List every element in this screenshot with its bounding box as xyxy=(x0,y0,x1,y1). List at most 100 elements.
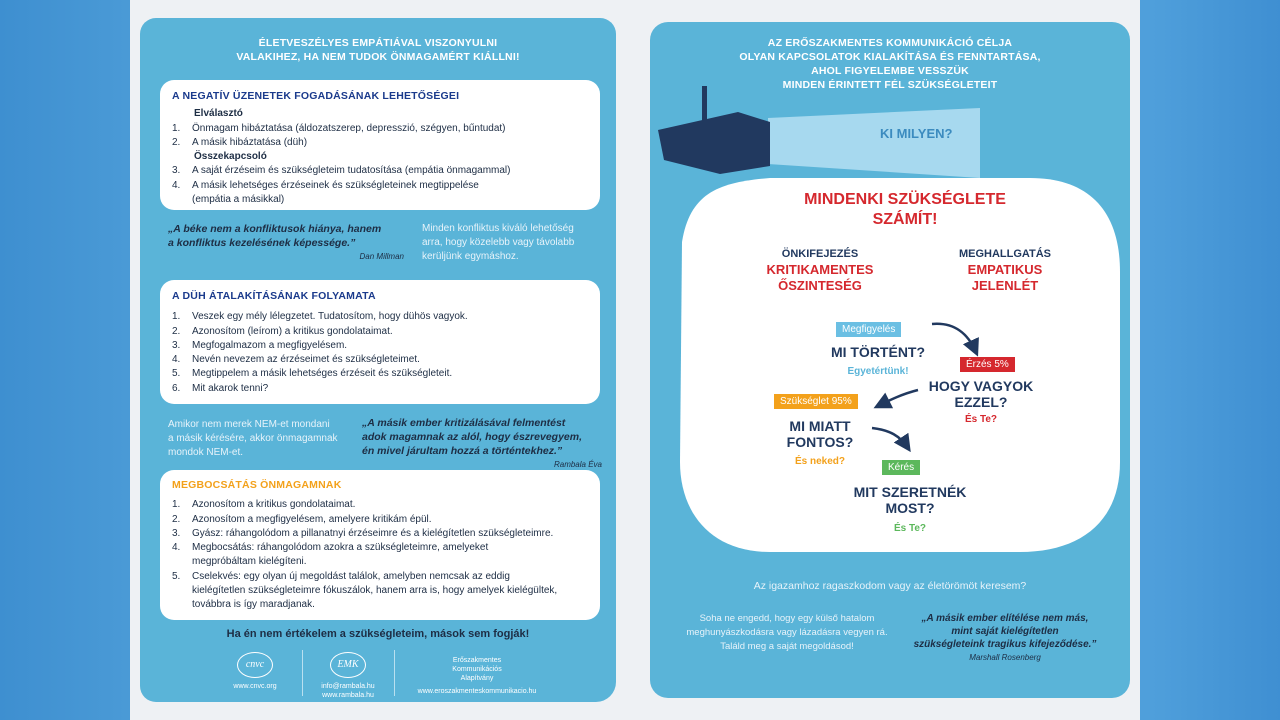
item-text: A saját érzéseim és szükségleteim tudato… xyxy=(192,165,511,177)
item-number xyxy=(172,555,192,569)
left-header-line-1: ÉLETVESZÉLYES EMPÁTIÁVAL VISZONYULNI xyxy=(258,37,498,49)
item-text: A másik hibáztatása (düh) xyxy=(192,136,308,148)
item-number: 2. xyxy=(172,325,181,337)
list-item: kielégítetlen szükségleteimre fókuszálok… xyxy=(172,584,588,598)
right-header-line: OLYAN KAPCSOLATOK KIALAKÍTÁSA ÉS FENNTAR… xyxy=(739,51,1041,63)
quote-rosenberg: „A másik ember elítélése nem más, mint s… xyxy=(900,612,1110,662)
list-item: 2.A másik hibáztatása (düh) xyxy=(172,136,588,150)
request-note: És Te? xyxy=(893,523,927,534)
left-panel: ÉLETVESZÉLYES EMPÁTIÁVAL VISZONYULNI VAL… xyxy=(140,18,616,702)
item-number: 2. xyxy=(172,513,181,525)
item-number: 5. xyxy=(172,368,181,380)
note-line: Találd meg a saját megoldásod! xyxy=(720,641,854,652)
column-red-line: EMPATIKUS xyxy=(967,262,1043,277)
item-text: továbbra is így maradjanak. xyxy=(192,599,315,611)
separator-subtitle: Elválasztó xyxy=(194,108,243,120)
request-tag: Kérés xyxy=(882,460,921,475)
forgiveness-steps-list: 1.Azonosítom a kritikus gondolataimat. 2… xyxy=(172,498,588,612)
observation-question: MI TÖRTÉNT? xyxy=(830,344,926,360)
note-line: Soha ne engedd, hogy egy külső hatalom xyxy=(699,613,875,624)
item-number: 3. xyxy=(172,527,181,539)
column-red-line: JELENLÉT xyxy=(971,278,1039,293)
item-text: megpróbáltam kielégíteni. xyxy=(192,556,307,568)
arrow-need-to-request xyxy=(871,426,911,453)
item-text: Gyász: ráhangolódom a pillanatnyi érzése… xyxy=(192,527,554,539)
item-text: Megfogalmazom a megfigyelésem. xyxy=(192,339,348,351)
item-text: Megbocsátás: ráhangolódom azokra a szüks… xyxy=(192,542,489,554)
question-line: MIT SZERETNÉK xyxy=(853,484,967,500)
divider xyxy=(394,650,395,696)
list-item: 3.A saját érzéseim és szükségleteim tuda… xyxy=(172,164,588,178)
foundation-name-line: Kommunikációs xyxy=(452,666,502,673)
need-tag: Szükséglet 95% xyxy=(774,394,858,409)
list-item: 6.Mit akarok tenni? xyxy=(172,382,588,396)
connector-list: 3.A saját érzéseim és szükségleteim tuda… xyxy=(172,164,588,207)
item-text: Azonosítom a megfigyelésem, amelyere kri… xyxy=(192,513,432,525)
list-item: 5.Cselekvés: egy olyan új megoldást talá… xyxy=(172,570,588,584)
list-item: megpróbáltam kielégíteni. xyxy=(172,555,588,569)
spotlight-stand xyxy=(702,86,707,128)
quote-author: Rambala Éva xyxy=(553,460,602,469)
logo-email: info@rambala.hu xyxy=(321,683,375,690)
column-red-line: ŐSZINTESÉG xyxy=(778,278,862,293)
question-line: EZZEL? xyxy=(954,394,1008,410)
cnvc-logo[interactable]: cnvc www.cnvc.org xyxy=(210,652,300,691)
right-header-line: AZ ERŐSZAKMENTES KOMMUNIKÁCIÓ CÉLJA xyxy=(767,37,1013,49)
main-title-line: MINDENKI SZÜKSÉGLETE xyxy=(804,191,1006,208)
question-line: FONTOS? xyxy=(786,434,854,450)
item-number: 4. xyxy=(172,354,181,366)
card-title: MEGBOCSÁTÁS ÖNMAGAMNAK xyxy=(172,479,342,491)
quote-line: „A másik ember elítélése nem más, xyxy=(921,613,1089,624)
list-item: 5.Megtippelem a másik lehetséges érzései… xyxy=(172,367,588,381)
foundation-logo[interactable]: Erőszakmentes Kommunikációs Alapítvány w… xyxy=(402,656,552,696)
list-item: 1.Veszek egy mély lélegzetet. Tudatosíto… xyxy=(172,310,588,324)
item-number: 1. xyxy=(172,122,181,134)
need-question: MI MIATT FONTOS? xyxy=(760,418,880,450)
note-line: a másik kérésére, akkor önmagamnak xyxy=(168,433,338,444)
quote-author: Dan Millman xyxy=(359,252,404,261)
item-text: A másik lehetséges érzéseinek és szükség… xyxy=(192,179,479,191)
right-header-line: MINDEN ÉRINTETT FÉL SZÜKSÉGLETEIT xyxy=(782,79,998,91)
anger-steps-list: 1.Veszek egy mély lélegzetet. Tudatosíto… xyxy=(172,310,588,396)
quote-millman: „A béke nem a konfliktusok hiánya, hanem… xyxy=(168,222,404,261)
self-forgiveness-card: MEGBOCSÁTÁS ÖNMAGAMNAK 1.Azonosítom a kr… xyxy=(160,470,600,620)
left-header: ÉLETVESZÉLYES EMPÁTIÁVAL VISZONYULNI VAL… xyxy=(140,36,616,64)
cnvc-mark: cnvc xyxy=(237,652,273,678)
listening-column: MEGHALLGATÁS EMPATIKUS JELENLÉT xyxy=(940,248,1070,294)
quote-rambala: „A másik ember kritizálásával felmentést… xyxy=(362,416,602,469)
column-head: MEGHALLGATÁS xyxy=(958,248,1052,260)
quote-author: Marshall Rosenberg xyxy=(969,653,1041,662)
item-number xyxy=(172,598,192,612)
arrow-feeling-to-need xyxy=(873,388,919,409)
card-title: A DÜH ÁTALAKÍTÁSÁNAK FOLYAMATA xyxy=(172,290,376,302)
no-saying-note: Amikor nem merek NEM-et mondani a másik … xyxy=(168,418,368,460)
note-line: Minden konfliktus kiváló lehetőség xyxy=(422,223,574,234)
flow-arrows xyxy=(871,322,979,453)
item-text: kielégítetlen szükségleteimre fókuszálok… xyxy=(192,585,558,597)
separator-list: 1.Önmagam hibáztatása (áldozatszerep, de… xyxy=(172,122,588,151)
truth-or-joy-question: Az igazamhoz ragaszkodom vagy az életörö… xyxy=(753,580,1027,592)
column-head: ÖNKIFEJEZÉS xyxy=(781,248,859,260)
emk-mark: EMK xyxy=(330,652,366,678)
column-red-line: KRITIKAMENTES xyxy=(766,262,874,277)
feeling-question: HOGY VAGYOK EZZEL? xyxy=(916,378,1046,410)
item-number: 5. xyxy=(172,570,181,582)
item-text: Azonosítom a kritikus gondolataimat. xyxy=(192,499,356,511)
list-item: 4.Megbocsátás: ráhangolódom azokra a szü… xyxy=(172,541,588,555)
note-line: arra, hogy közelebb vagy távolabb xyxy=(422,237,575,248)
list-item: továbbra is így maradjanak. xyxy=(172,598,588,612)
item-number: 3. xyxy=(172,339,181,351)
foundation-name-line: Erőszakmentes xyxy=(452,657,502,664)
main-title-line: SZÁMÍT! xyxy=(872,211,938,228)
observation-tag: Megfigyelés xyxy=(836,322,902,337)
item-number: 6. xyxy=(172,382,181,394)
emk-logo[interactable]: EMK info@rambala.hu www.rambala.hu xyxy=(304,652,392,700)
item-text: Nevén nevezem az érzéseimet és szükségle… xyxy=(192,354,420,366)
list-item: (empátia a másikkal) xyxy=(172,193,588,207)
power-note: Soha ne engedd, hogy egy külső hatalom m… xyxy=(672,612,902,654)
item-number xyxy=(172,584,192,598)
spotlight-graphic xyxy=(658,86,1120,552)
list-item: 1.Azonosítom a kritikus gondolataimat. xyxy=(172,498,588,512)
logo-url: www.eroszakmenteskommunikacio.hu xyxy=(417,688,537,695)
negative-messages-card: A NEGATÍV ÜZENETEK FOGADÁSÁNAK LEHETŐSÉG… xyxy=(160,80,600,210)
